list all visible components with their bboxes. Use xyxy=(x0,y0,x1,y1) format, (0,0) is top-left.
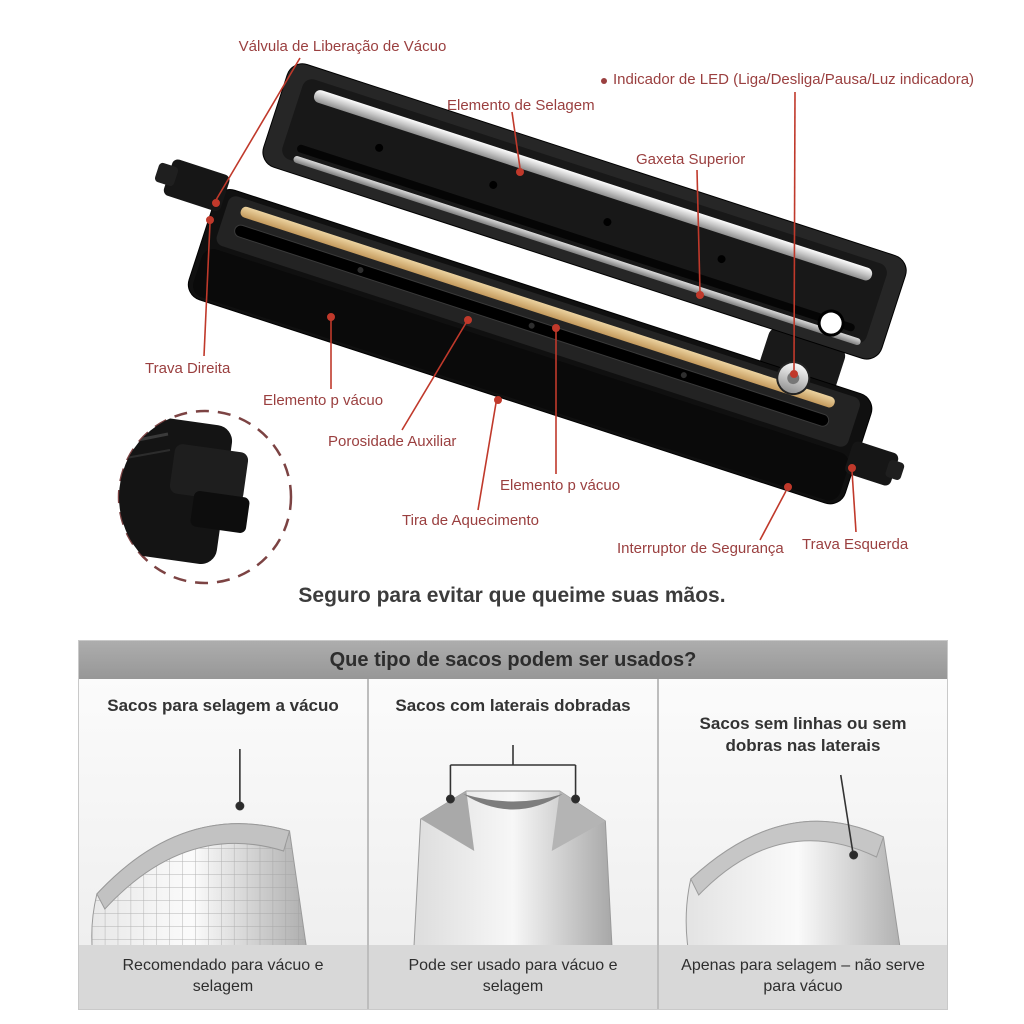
bag-caption-smooth: Apenas para selagem – não serve para vác… xyxy=(659,945,947,1009)
left-latch xyxy=(163,159,230,212)
label-auxiliary-porosity: Porosidade Auxiliar xyxy=(328,433,457,450)
label-vacuum-element-2: Elemento p vácuo xyxy=(500,477,621,494)
bags-panel-title: Que tipo de sacos podem ser usados? xyxy=(79,641,947,679)
label-led-indicator: Indicador de LED (Liga/Desliga/Pausa/Luz… xyxy=(613,71,975,88)
upper-gasket xyxy=(297,144,855,332)
leader-line-smooth xyxy=(839,774,859,860)
label-right-lock: Trava Direita xyxy=(145,360,231,377)
label-safety-switch: Interruptor de Segurança xyxy=(617,540,784,557)
bag-heading-gusseted: Sacos com laterais dobradas xyxy=(395,696,631,715)
leader-lines xyxy=(203,57,857,541)
bags-columns: Sacos para selagem a vácuo Recomendado p… xyxy=(79,679,947,1009)
bag-heading-embossed: Sacos para selagem a vácuo xyxy=(107,696,339,715)
label-sealing-element: Elemento de Selagem xyxy=(447,97,595,114)
label-upper-gasket: Gaxeta Superior xyxy=(636,151,746,168)
led-bullet-dot xyxy=(601,78,607,84)
latch-zoom-inset xyxy=(117,409,293,585)
leader-line-embossed xyxy=(235,749,245,811)
vacuum-sealer-illustration xyxy=(117,57,907,585)
label-left-lock: Trava Esquerda xyxy=(802,536,909,553)
bag-caption-embossed: Recomendado para vácuo e selagem xyxy=(79,945,367,1009)
label-vacuum-element-1: Elemento p vácuo xyxy=(263,392,384,409)
sealing-element-bar xyxy=(313,90,873,281)
bag-heading-smooth: Sacos sem linhas ou sem dobras nas later… xyxy=(699,714,907,756)
bag-column-smooth: Sacos sem linhas ou sem dobras nas later… xyxy=(657,679,947,1009)
bag-column-embossed: Sacos para selagem a vácuo Recomendado p… xyxy=(79,679,367,1009)
safety-note: Seguro para evitar que queime suas mãos. xyxy=(298,584,726,607)
bag-caption-gusseted: Pode ser usado para vácuo e selagem xyxy=(369,945,657,1009)
product-diagram: Válvula de Liberação de Vácuo Indicador … xyxy=(117,38,975,607)
bags-panel: Que tipo de sacos podem ser usados? xyxy=(78,640,948,1010)
machine-body xyxy=(154,63,907,505)
heating-strip xyxy=(240,206,835,408)
right-latch xyxy=(845,441,899,486)
lid-hole xyxy=(817,309,845,337)
label-vacuum-release-valve: Válvula de Liberação de Vácuo xyxy=(238,38,447,55)
bag-column-gusseted: Sacos com laterais dobradas Pode ser usa… xyxy=(367,679,657,1009)
leader-line-gusseted xyxy=(445,745,581,804)
label-heating-strip: Tira de Aquecimento xyxy=(402,512,540,529)
